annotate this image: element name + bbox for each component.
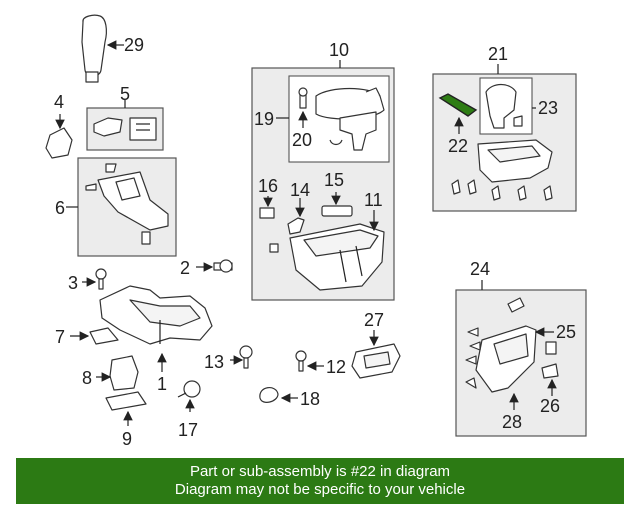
- callout-17: 17: [178, 420, 198, 440]
- clips-24-part: [465, 327, 481, 389]
- console-mat-part: [89, 327, 119, 345]
- callout-25: 25: [556, 322, 576, 342]
- bolt-12-part: [295, 350, 307, 372]
- pad-14-part: [287, 217, 305, 235]
- clip-18-part: [259, 387, 279, 403]
- knob-17-part: [177, 380, 201, 398]
- callout-10: 10: [329, 40, 349, 60]
- clip-16-part: [259, 207, 275, 219]
- shift-bezel-part: [85, 163, 169, 245]
- callout-13: 13: [204, 352, 224, 372]
- callout-14: 14: [290, 180, 310, 200]
- callout-2: 2: [180, 258, 190, 278]
- callout-16: 16: [258, 176, 278, 196]
- pin-20-part: [298, 87, 308, 109]
- callout-6: 6: [55, 198, 65, 218]
- callout-22: 22: [448, 136, 468, 156]
- info-banner: Part or sub-assembly is #22 in diagram D…: [16, 458, 624, 504]
- console-box-11-part: [289, 223, 385, 291]
- callout-18: 18: [300, 389, 320, 409]
- console-side-trim-part: [45, 127, 73, 159]
- bolt-part: [213, 259, 233, 273]
- armrest-lid-part: [315, 87, 385, 151]
- screw-part: [95, 268, 107, 290]
- console-rear-part: [477, 139, 553, 183]
- callout-15: 15: [324, 170, 344, 190]
- shift-knob-part: [81, 14, 107, 83]
- console-body-part: [99, 285, 213, 345]
- highlighted-part-22[interactable]: [438, 93, 478, 117]
- callout-5: 5: [120, 84, 130, 104]
- socket-27-part: [351, 343, 401, 379]
- callout-9: 9: [122, 429, 132, 449]
- switch-panel-part: [93, 117, 157, 141]
- cover-plate-part: [105, 391, 147, 411]
- callout-20: 20: [292, 130, 312, 150]
- parts-diagram: 29 4 5 6 3 2 7 8 1 9 13 17 18 12 27 10 1…: [45, 14, 587, 449]
- callout-24: 24: [470, 259, 490, 279]
- bracket-part: [109, 355, 139, 391]
- callout-8: 8: [82, 368, 92, 388]
- instrument-panel-part: [475, 297, 559, 393]
- callout-26: 26: [540, 396, 560, 416]
- callout-19: 19: [254, 109, 274, 129]
- callout-3: 3: [68, 273, 78, 293]
- banner-line-1: Part or sub-assembly is #22 in diagram: [189, 463, 451, 480]
- callout-1: 1: [157, 374, 167, 394]
- banner-line-2: Diagram may not be specific to your vehi…: [174, 481, 466, 498]
- callout-28: 28: [502, 412, 522, 432]
- callout-4: 4: [54, 92, 64, 112]
- clip-small-part: [269, 243, 279, 253]
- clips-row-part: [451, 179, 553, 201]
- callout-27: 27: [364, 310, 384, 330]
- callout-29: 29: [124, 35, 144, 55]
- callout-7: 7: [55, 327, 65, 347]
- bolt-13-part: [239, 345, 253, 369]
- rear-panel-23-part: [485, 83, 523, 129]
- callout-11: 11: [364, 190, 383, 210]
- callout-12: 12: [326, 357, 346, 377]
- callout-21: 21: [488, 44, 508, 64]
- callout-23: 23: [538, 98, 558, 118]
- pad-15-part: [321, 205, 353, 217]
